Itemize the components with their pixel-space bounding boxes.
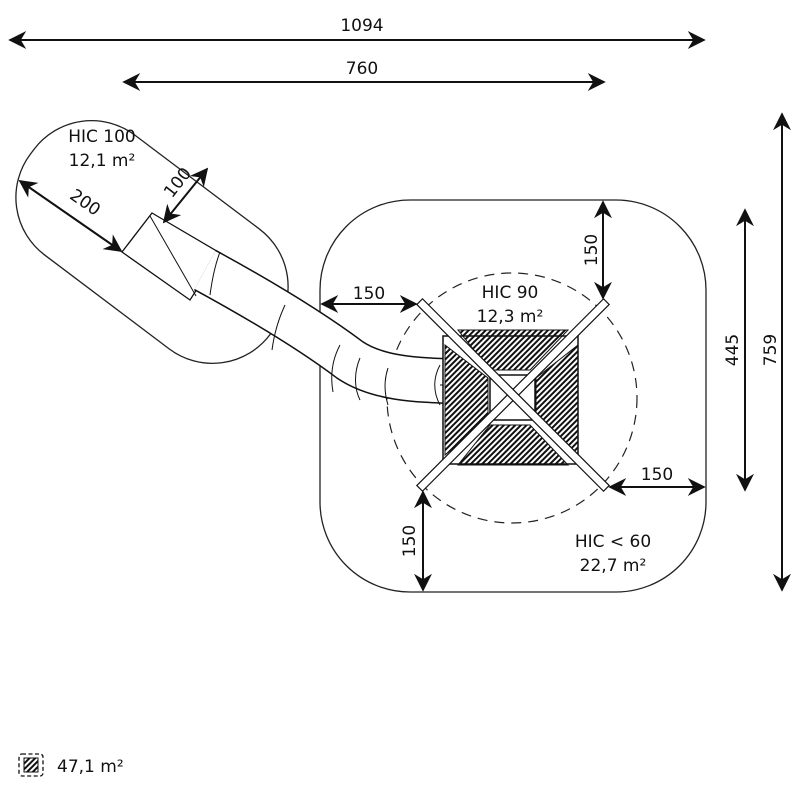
tower xyxy=(415,297,611,493)
tower-zone-area: 12,3 m² xyxy=(477,307,544,327)
svg-text:150: 150 xyxy=(641,465,673,485)
svg-text:445: 445 xyxy=(723,334,743,366)
dimension-clearance-right: 150 xyxy=(608,465,706,496)
dimension-clearance-bottom: 150 xyxy=(400,490,432,592)
svg-text:1094: 1094 xyxy=(340,16,383,36)
slide-zone-hic: HIC 100 xyxy=(68,127,136,147)
tower-zone-hic: HIC 90 xyxy=(482,283,539,303)
hatched-area-icon xyxy=(18,753,44,777)
dimension-inner-width: 760 xyxy=(122,59,606,91)
dimension-slide-width: 100 xyxy=(160,164,209,224)
dimension-clearance-top: 150 xyxy=(582,200,612,300)
svg-text:150: 150 xyxy=(353,284,385,304)
svg-text:760: 760 xyxy=(346,59,378,79)
square-zone-hic: HIC < 60 xyxy=(575,532,651,552)
dimension-inner-depth: 445 xyxy=(723,208,754,492)
svg-text:150: 150 xyxy=(400,525,420,557)
square-safety-zone xyxy=(319,199,707,593)
dimension-slide-length: 200 xyxy=(18,179,123,253)
total-area: 47,1 m² xyxy=(57,757,124,777)
slide-zone-area: 12,1 m² xyxy=(69,151,136,171)
svg-text:150: 150 xyxy=(582,234,602,266)
dimension-total-width: 1094 xyxy=(8,16,706,49)
tube-slide xyxy=(121,212,472,406)
dimension-total-depth: 759 xyxy=(761,112,791,592)
dimension-clearance-left: 150 xyxy=(320,284,418,313)
svg-text:200: 200 xyxy=(66,185,104,220)
svg-text:759: 759 xyxy=(761,334,781,366)
legend: 47,1 m² xyxy=(18,753,124,777)
svg-text:100: 100 xyxy=(160,164,196,202)
square-zone-area: 22,7 m² xyxy=(580,556,647,576)
